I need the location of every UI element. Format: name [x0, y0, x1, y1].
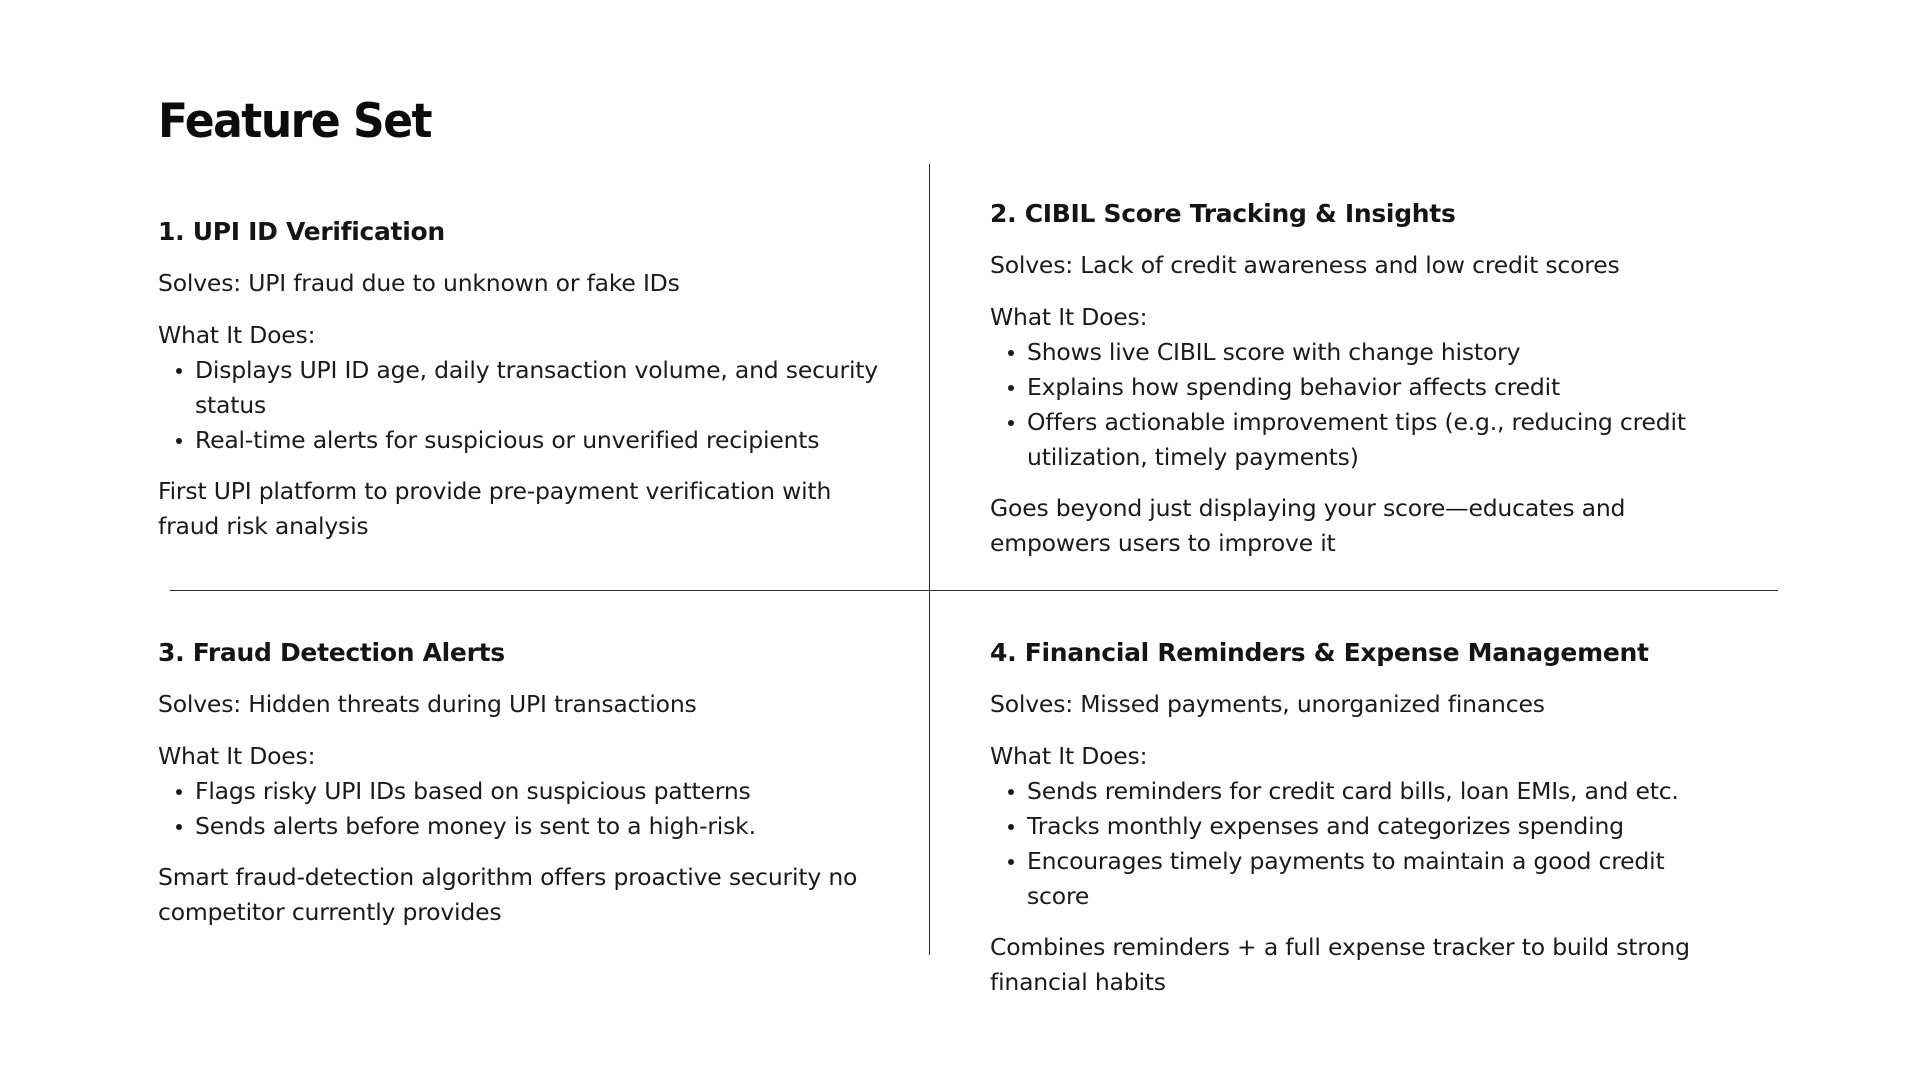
feature-bullet: Shows live CIBIL score with change histo… [1008, 335, 1710, 370]
feature-bullet: Sends reminders for credit card bills, l… [1008, 774, 1710, 809]
feature-solves: Solves: Lack of credit awareness and low… [990, 251, 1620, 279]
feature-panel-fraud-detection: 3. Fraud Detection Alerts Solves: Hidden… [158, 636, 878, 930]
feature-heading: 3. Fraud Detection Alerts [158, 638, 505, 667]
feature-panel-financial-reminders: 4. Financial Reminders & Expense Managem… [990, 636, 1710, 1000]
feature-what-it-does-label: What It Does: [990, 742, 1148, 770]
feature-what-it-does-label: What It Does: [158, 321, 316, 349]
feature-what-it-does-label: What It Does: [158, 742, 316, 770]
feature-bullet: Offers actionable improvement tips (e.g.… [1008, 405, 1710, 475]
feature-heading: 2. CIBIL Score Tracking & Insights [990, 199, 1456, 228]
feature-heading: 4. Financial Reminders & Expense Managem… [990, 638, 1649, 667]
feature-bullet-list: Shows live CIBIL score with change histo… [990, 335, 1710, 475]
feature-panel-cibil-tracking: 2. CIBIL Score Tracking & Insights Solve… [990, 197, 1710, 561]
feature-solves: Solves: UPI fraud due to unknown or fake… [158, 269, 680, 297]
feature-bullet: Flags risky UPI IDs based on suspicious … [176, 774, 878, 809]
feature-bullet: Displays UPI ID age, daily transaction v… [176, 353, 878, 423]
page-title: Feature Set [158, 94, 433, 150]
feature-summary: Smart fraud-detection algorithm offers p… [158, 863, 858, 926]
feature-summary: Goes beyond just displaying your score—e… [990, 494, 1626, 557]
feature-bullet-list: Flags risky UPI IDs based on suspicious … [158, 774, 878, 844]
horizontal-divider [170, 590, 1778, 591]
feature-bullet-list: Displays UPI ID age, daily transaction v… [158, 353, 878, 458]
feature-bullet: Encourages timely payments to maintain a… [1008, 844, 1710, 914]
feature-solves: Solves: Hidden threats during UPI transa… [158, 690, 697, 718]
feature-bullet: Explains how spending behavior affects c… [1008, 370, 1710, 405]
vertical-divider [929, 164, 930, 955]
feature-bullet: Sends alerts before money is sent to a h… [176, 809, 878, 844]
feature-heading: 1. UPI ID Verification [158, 217, 445, 246]
feature-summary: First UPI platform to provide pre-paymen… [158, 477, 832, 540]
feature-bullet: Tracks monthly expenses and categorizes … [1008, 809, 1710, 844]
feature-summary: Combines reminders + a full expense trac… [990, 933, 1690, 996]
feature-panel-upi-verification: 1. UPI ID Verification Solves: UPI fraud… [158, 215, 878, 544]
feature-what-it-does-label: What It Does: [990, 303, 1148, 331]
feature-bullet-list: Sends reminders for credit card bills, l… [990, 774, 1710, 914]
feature-bullet: Real-time alerts for suspicious or unver… [176, 423, 878, 458]
feature-solves: Solves: Missed payments, unorganized fin… [990, 690, 1545, 718]
